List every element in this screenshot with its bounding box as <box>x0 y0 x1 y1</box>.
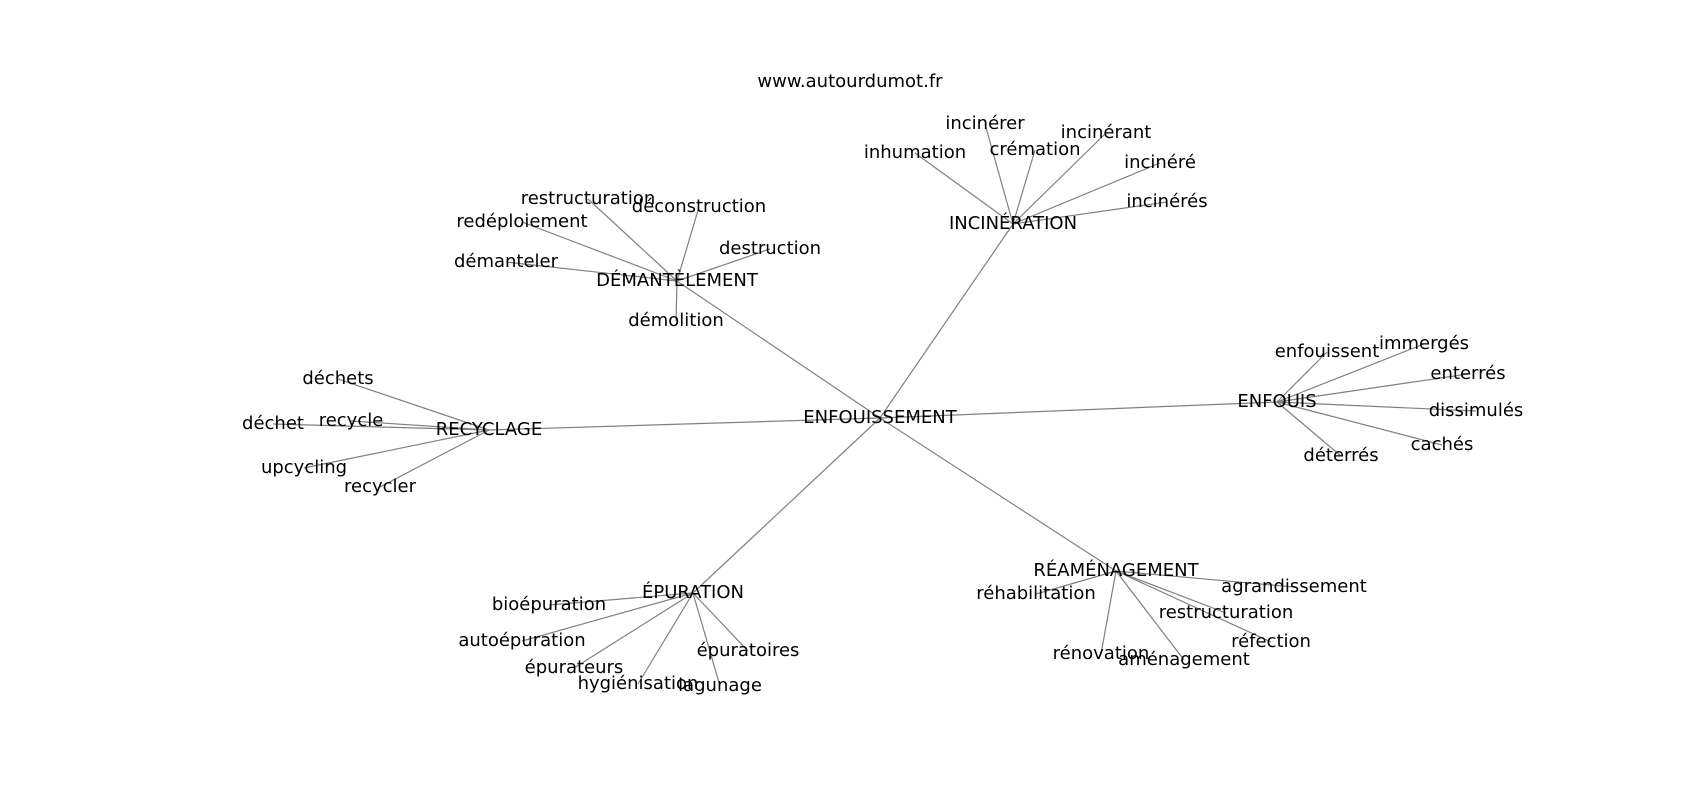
edge-hub-word <box>587 198 678 282</box>
word-node: autoépuration <box>458 630 585 651</box>
edge-hub-word <box>379 429 490 488</box>
edge-hub-word <box>692 592 749 652</box>
word-node: déchets <box>302 368 373 389</box>
edge-hub-word <box>337 378 490 431</box>
hub-node: RÉAMÉNAGEMENT <box>1033 559 1199 581</box>
graph-edges <box>272 123 1477 687</box>
edge-hub-word <box>272 423 490 431</box>
word-node: upcycling <box>261 457 347 478</box>
edge-hub-word <box>1276 401 1342 457</box>
edge-center-hub <box>879 417 1117 572</box>
edge-center-hub <box>879 401 1278 419</box>
hub-node: DÉMANTÈLEMENT <box>596 269 759 291</box>
word-node: recycler <box>344 476 417 497</box>
word-node: hygiénisation <box>578 673 699 694</box>
word-node: démolition <box>628 310 724 331</box>
word-node: redéploiement <box>456 211 587 232</box>
edge-center-hub <box>879 223 1014 419</box>
edge-hub-word <box>914 152 1014 225</box>
word-node: incinérés <box>1126 191 1207 212</box>
word-node: épurateurs <box>525 657 624 678</box>
edge-hub-word <box>1035 570 1117 595</box>
edge-hub-word <box>1115 570 1227 614</box>
edge-hub-word <box>548 592 694 606</box>
edge-hub-word <box>1012 162 1161 225</box>
word-node: incinérant <box>1061 122 1152 143</box>
center-node: ENFOUISSEMENT <box>803 407 957 428</box>
word-node: dissimulés <box>1429 400 1524 421</box>
edge-center-hub <box>676 280 881 419</box>
edge-hub-word <box>676 248 771 282</box>
word-node: rénovation <box>1053 643 1150 664</box>
word-node: lagunage <box>678 675 762 696</box>
edge-hub-word <box>1012 201 1168 225</box>
edge-hub-word <box>1115 570 1185 661</box>
edge-hub-word <box>521 221 678 282</box>
edge-center-hub <box>488 417 881 431</box>
hub-node: ENFOUIS <box>1237 391 1316 412</box>
word-node: enterrés <box>1430 363 1505 384</box>
word-node: immergés <box>1379 333 1469 354</box>
word-node: aménagement <box>1118 649 1250 670</box>
word-node: réfection <box>1231 631 1311 652</box>
word-node: recycle <box>319 410 384 431</box>
edge-hub-word <box>1276 373 1469 403</box>
word-node: cachés <box>1411 434 1474 455</box>
edge-hub-word <box>521 592 694 642</box>
edge-hub-word <box>676 206 700 282</box>
edge-hub-word <box>1115 570 1295 588</box>
edge-hub-word <box>1276 401 1443 446</box>
edge-hub-word <box>984 123 1014 225</box>
word-node: épuratoires <box>697 640 800 661</box>
edge-hub-word <box>350 420 490 431</box>
edge-hub-word <box>1276 343 1425 403</box>
edge-hub-word <box>505 261 678 282</box>
word-node: agrandissement <box>1221 576 1367 597</box>
word-node: enfouissent <box>1275 341 1380 362</box>
hub-node: RECYCLAGE <box>436 419 542 440</box>
watermark-text: www.autourdumot.fr <box>757 71 943 92</box>
edge-hub-word <box>1012 132 1107 225</box>
hub-node: ÉPURATION <box>642 581 744 603</box>
edge-hub-word <box>1276 401 1477 412</box>
word-node: incinéré <box>1124 152 1196 173</box>
edge-hub-word <box>675 280 678 322</box>
edge-hub-word <box>1100 570 1117 655</box>
graph-labels: www.autourdumot.fr ENFOUISSEMENT INCINÉR… <box>242 71 1523 696</box>
word-node: déconstruction <box>632 196 766 217</box>
edge-hub-word <box>1012 149 1036 225</box>
edge-hub-word <box>573 592 694 669</box>
edge-hub-word <box>1276 351 1328 403</box>
word-node: incinérer <box>945 113 1025 134</box>
word-node: restructuration <box>521 188 656 209</box>
edge-hub-word <box>303 429 490 469</box>
word-node: déterrés <box>1303 445 1378 466</box>
hub-node: INCINÉRATION <box>949 212 1077 234</box>
edge-center-hub <box>692 417 881 594</box>
word-node: démanteler <box>454 251 559 272</box>
edge-hub-word <box>1115 570 1272 643</box>
word-node: crémation <box>989 139 1080 160</box>
word-node: bioépuration <box>492 594 606 615</box>
edge-hub-word <box>637 592 694 685</box>
word-node: destruction <box>719 238 821 259</box>
word-node: réhabilitation <box>976 583 1096 604</box>
word-node: inhumation <box>864 142 966 163</box>
word-node: déchet <box>242 413 304 434</box>
edge-hub-word <box>692 592 721 687</box>
word-node: restructuration <box>1159 602 1294 623</box>
